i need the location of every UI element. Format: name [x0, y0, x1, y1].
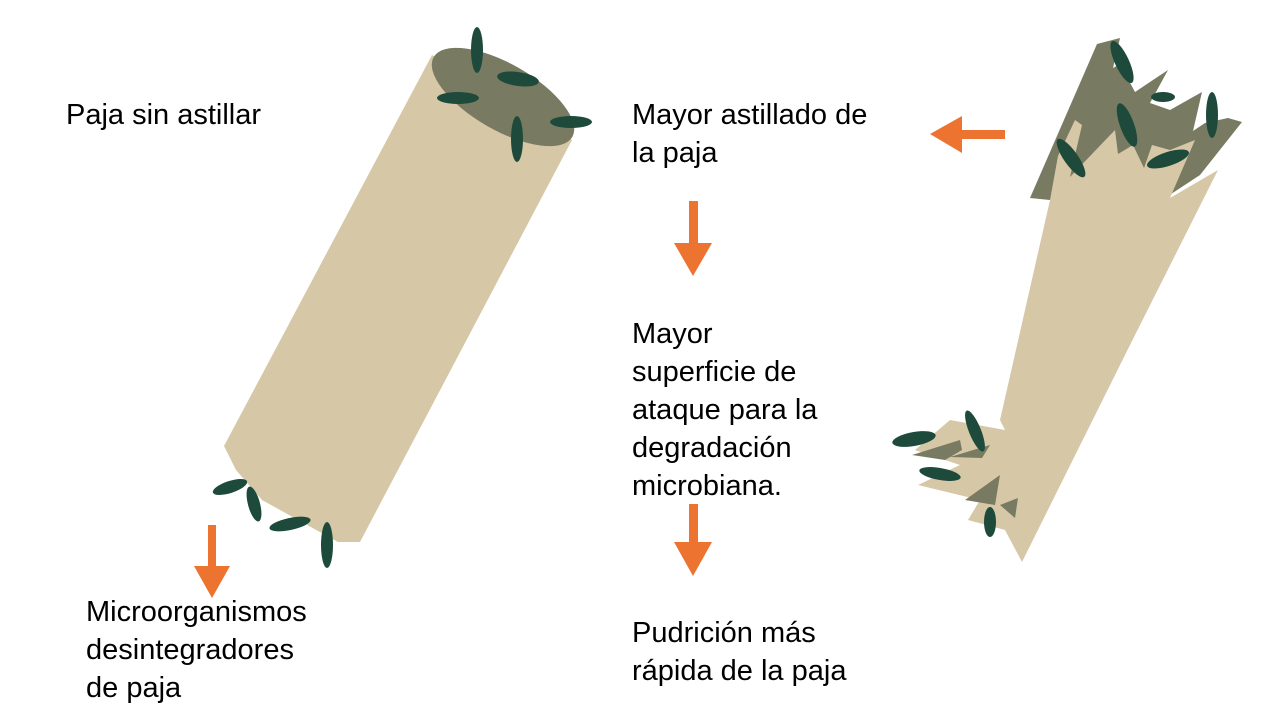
microbe-icon — [550, 116, 592, 128]
split-fibers-bottom — [965, 475, 1000, 505]
microbe-icon — [984, 507, 996, 537]
microbe-group-top-right — [1056, 40, 1218, 178]
split-straw-icon — [912, 38, 1242, 562]
straw-body — [224, 55, 572, 542]
split-fibers-bottom — [1000, 498, 1018, 518]
microbe-icon — [246, 486, 262, 522]
microbe-icon — [919, 467, 961, 481]
microbe-icon — [1116, 103, 1138, 147]
microbe-icon — [321, 522, 333, 568]
microbe-icon — [1206, 92, 1218, 138]
arrow-down-icon — [674, 201, 712, 276]
label-faster-rot: Pudrición más rápida de la paja — [632, 617, 847, 687]
microbe-icon — [269, 516, 311, 532]
label-straw-unsplit: Paja sin astillar — [66, 99, 262, 131]
label-microbes: Microorganismos desintegradores de paja — [86, 596, 307, 704]
arrow-down-icon — [674, 504, 712, 576]
microbe-icon — [212, 479, 248, 495]
microbe-group-top-left — [437, 27, 592, 162]
straw-cylinder-icon — [224, 47, 575, 542]
microbe-group-bottom-right — [892, 410, 996, 537]
straw-cut-end — [431, 47, 575, 147]
split-fibers-bottom — [912, 440, 962, 460]
microbe-icon — [965, 410, 985, 452]
split-fibers-top — [1030, 38, 1242, 200]
microbe-group-bottom-left — [212, 479, 333, 568]
microbe-icon — [1146, 149, 1190, 169]
straw-body — [915, 120, 1218, 562]
microbe-icon — [1056, 138, 1086, 178]
microbe-icon — [511, 116, 523, 162]
microbe-icon — [1151, 92, 1175, 102]
arrow-left-icon — [930, 116, 1005, 153]
label-more-splitting: Mayor astillado de la paja — [632, 99, 868, 169]
microbe-icon — [471, 27, 483, 73]
arrow-down-icon — [194, 525, 230, 598]
microbe-icon — [1110, 40, 1134, 84]
label-more-surface: Mayor superficie de ataque para la degra… — [632, 318, 818, 502]
microbe-icon — [437, 92, 479, 104]
microbe-icon — [892, 431, 936, 447]
microbe-icon — [497, 71, 539, 87]
